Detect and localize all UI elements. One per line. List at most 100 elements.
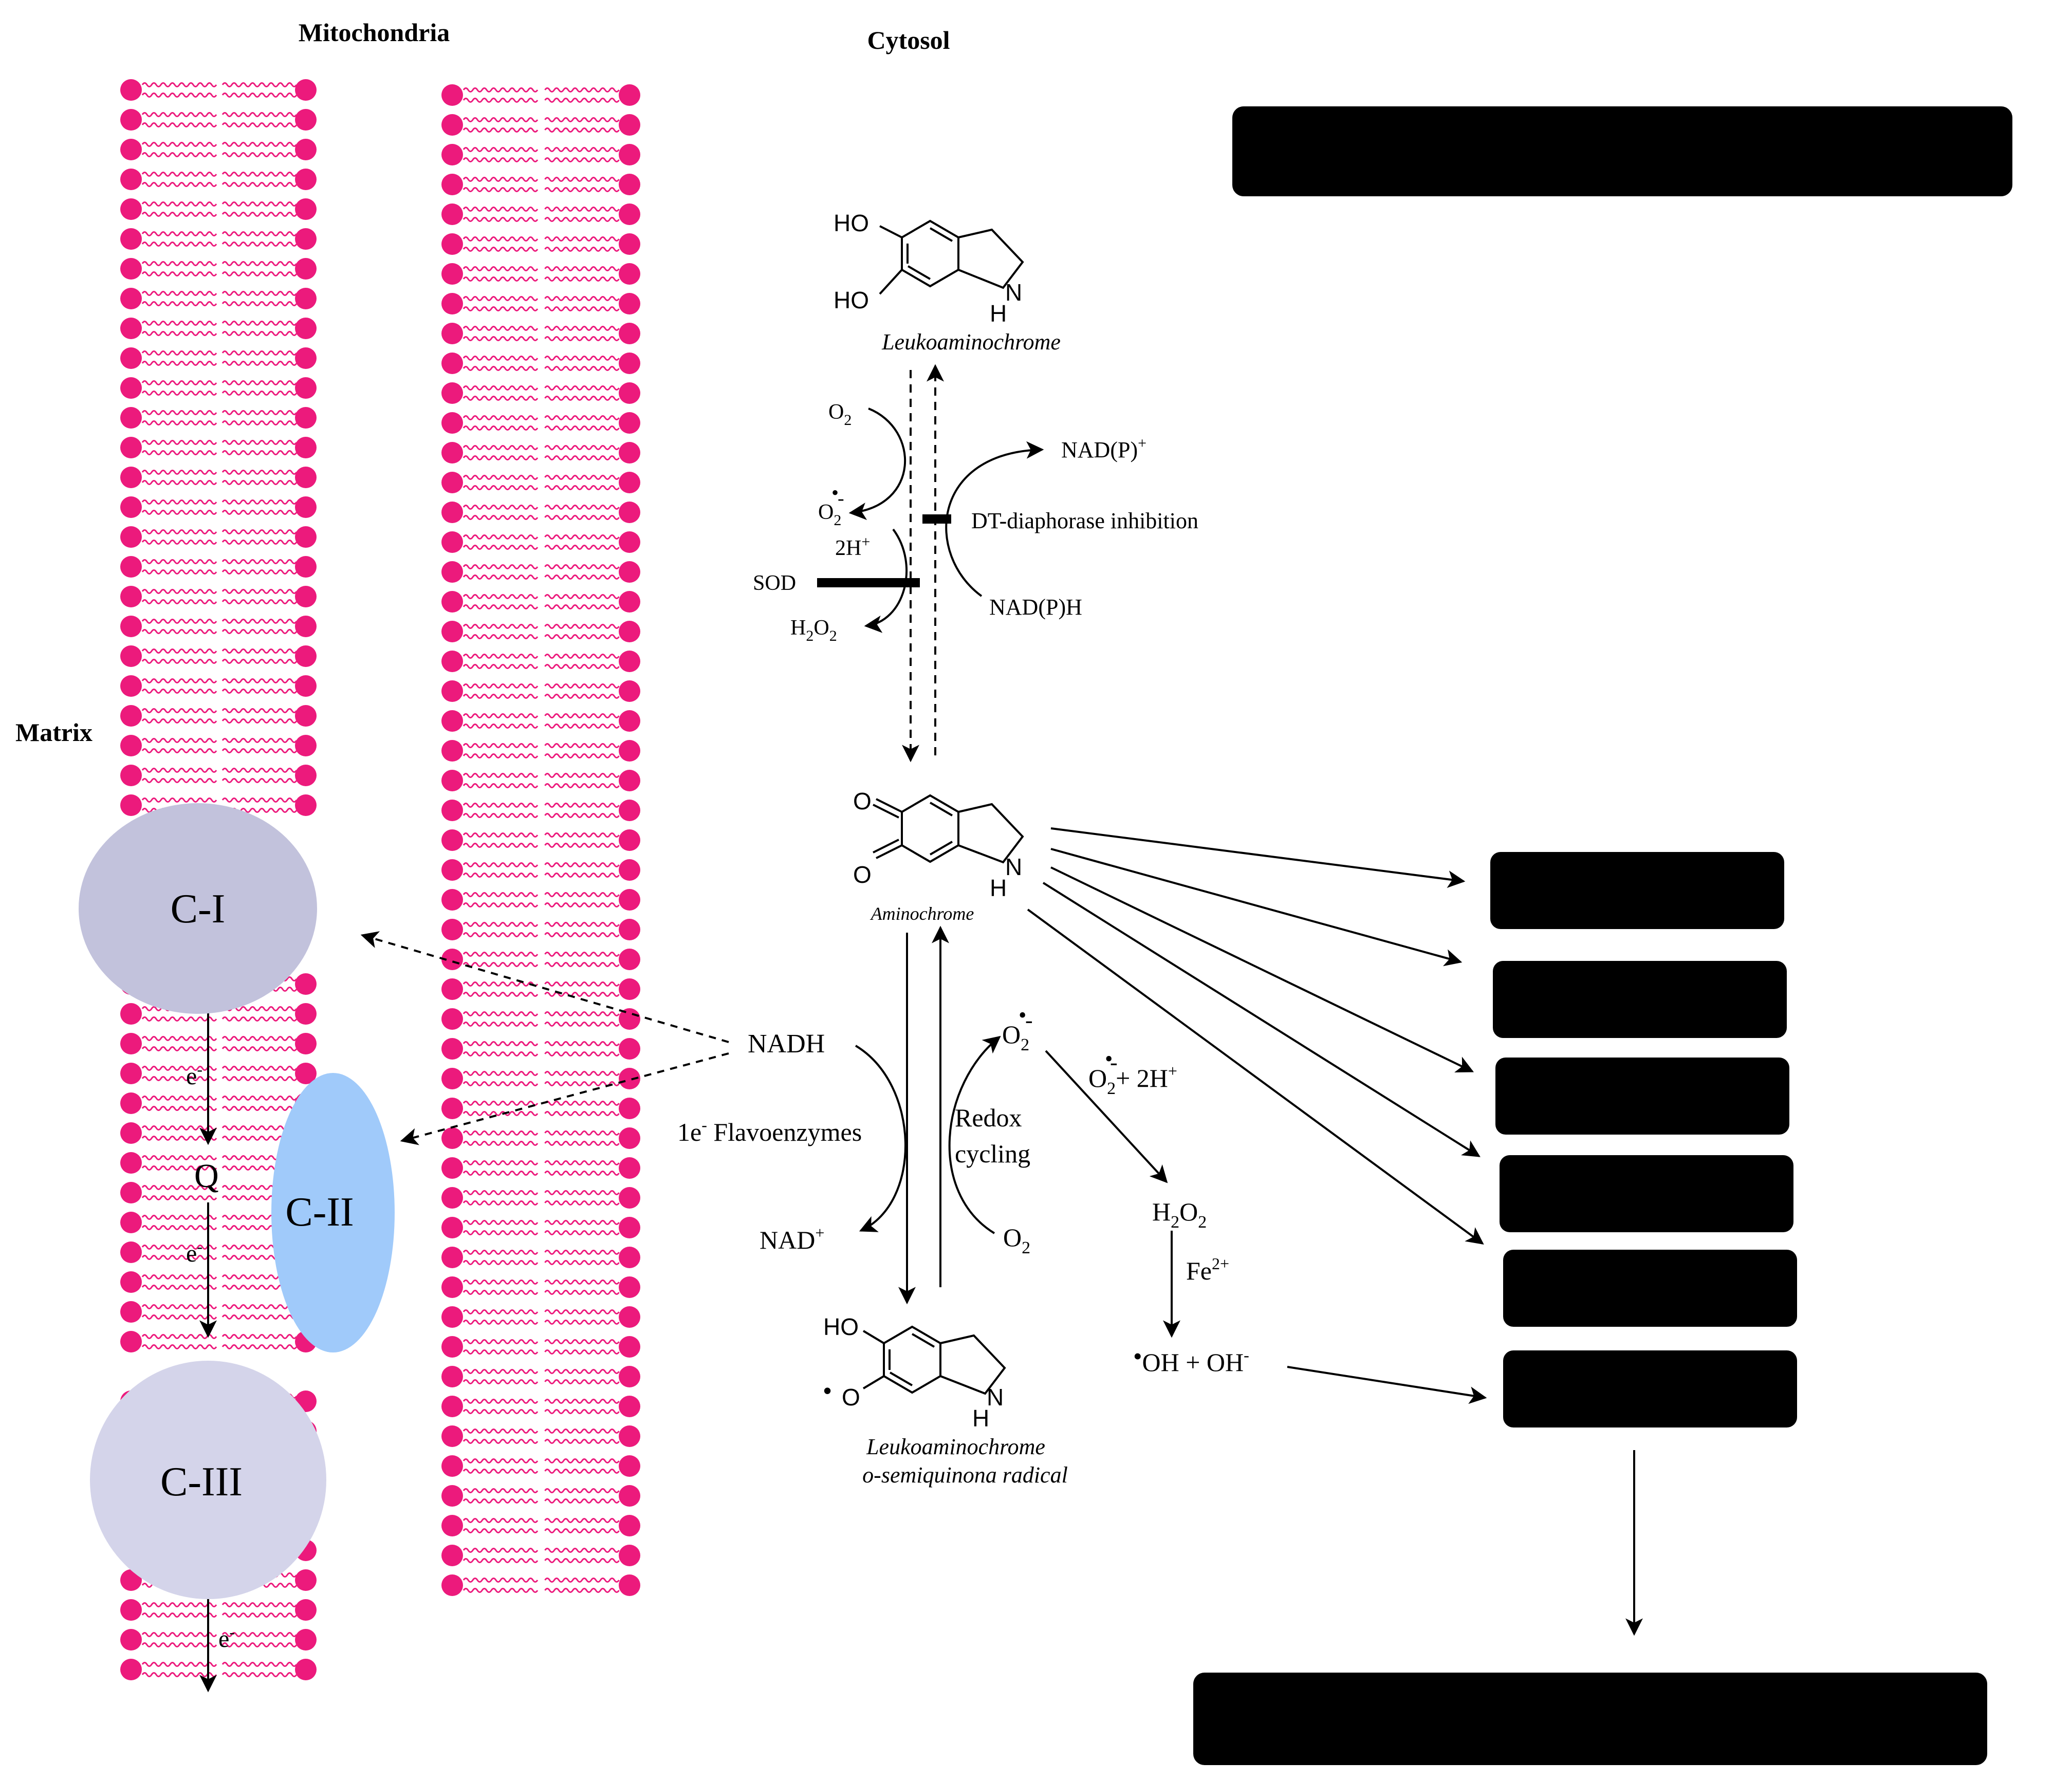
- neurotoxicity-text: NEUROTOXICITY: [1343, 1679, 1837, 1746]
- lipid-head: [295, 645, 317, 667]
- arrow-superoxide-to-h2o2: [1045, 1050, 1168, 1183]
- lipid-head: [619, 412, 640, 434]
- lipid-head: [619, 84, 640, 106]
- lipid-tail: [544, 1171, 620, 1176]
- lipid-tail: [141, 380, 217, 385]
- lipid-head: [295, 377, 317, 399]
- lipid-head: [619, 919, 640, 940]
- lipid-head: [120, 377, 142, 399]
- lipid-head: [619, 531, 640, 553]
- lipid-tail: [221, 559, 298, 564]
- lipid-tail: [221, 619, 298, 624]
- lipid-tail: [221, 499, 298, 505]
- lipid-tail: [141, 271, 217, 276]
- lipid-tail: [221, 1096, 298, 1101]
- lipid-tail: [141, 212, 217, 217]
- lipid-tail: [544, 247, 620, 252]
- lipid-tail: [544, 1588, 620, 1593]
- lipid-tail: [544, 1130, 620, 1136]
- semiquinone-structure: [862, 1325, 1006, 1395]
- arrow-to-protein: [1050, 866, 1474, 1072]
- lipid-tail: [544, 1250, 620, 1255]
- lipid-tail: [141, 599, 217, 604]
- lipid-tail: [141, 569, 217, 574]
- arrow-nadph-to-nadp: [945, 441, 1044, 597]
- amino-h: H: [990, 875, 1007, 901]
- lipid-head: [619, 621, 640, 642]
- lipid-head: [120, 1092, 142, 1114]
- lipid-tail: [221, 321, 298, 326]
- lipid-tail: [221, 182, 298, 187]
- lipid-head: [295, 556, 317, 578]
- lipid-head: [619, 859, 640, 881]
- lipid-tail: [221, 1642, 298, 1647]
- o2-top: O2: [828, 400, 852, 429]
- lipid-tail: [462, 1588, 539, 1593]
- superoxide-mid: O2•-: [1002, 1003, 1033, 1054]
- lipid-tail: [462, 1280, 539, 1285]
- lipid-tail: [544, 1578, 620, 1583]
- lipid-tail: [141, 1662, 217, 1667]
- lipid-tail: [544, 1290, 620, 1295]
- aminochrome-outcome-arrows: [1027, 827, 1643, 1636]
- lipid-head: [441, 680, 463, 702]
- lipid-tail: [221, 391, 298, 396]
- lipid-tail: [544, 147, 620, 152]
- lipid-head: [441, 1247, 463, 1268]
- lipid-tail: [221, 529, 298, 534]
- lipid-tail: [544, 992, 620, 997]
- lipid-tail: [544, 843, 620, 848]
- lipid-head: [295, 1599, 317, 1621]
- outcome-box-bg: [1490, 852, 1784, 929]
- lipid-head: [295, 973, 317, 995]
- lipid-tail: [221, 1632, 298, 1637]
- electron-label-3: e-: [218, 1623, 235, 1653]
- lipid-tail: [221, 112, 298, 117]
- lipid-tail: [544, 813, 620, 818]
- outcome-box-bg: [1500, 1155, 1793, 1232]
- lower-cycle-arrows: [855, 925, 1487, 1404]
- lipid-tail: [221, 689, 298, 694]
- lipid-tail: [141, 82, 217, 87]
- cytosol-label: Cytosol: [867, 26, 950, 54]
- lipid-tail: [141, 182, 217, 187]
- outcome-box-bg: [1503, 1250, 1797, 1327]
- arrow-nadh-to-nad: [855, 1045, 906, 1232]
- lipid-tail: [462, 1230, 539, 1235]
- lipid-tail: [544, 356, 620, 361]
- outcome-protein-degradation: Protein degradation dysfunction: [1495, 1058, 1789, 1135]
- lipid-tail: [544, 98, 620, 103]
- lipid-head: [120, 79, 142, 101]
- nadp-plus: NAD(P)+: [1061, 435, 1146, 462]
- lipid-tail: [544, 1200, 620, 1206]
- lipid-tail: [544, 783, 620, 788]
- lipid-head: [619, 1396, 640, 1417]
- lipid-head: [120, 318, 142, 339]
- lipid-tail: [462, 217, 539, 222]
- superoxide-pair: O2+ 2H+•-: [1088, 1046, 1177, 1098]
- lipid-tail: [462, 276, 539, 282]
- lipid-tail: [462, 1290, 539, 1295]
- lipid-tail: [462, 1011, 539, 1016]
- lipid-tail: [462, 1022, 539, 1027]
- lipid-tail: [544, 326, 620, 331]
- lipid-tail: [141, 1612, 217, 1618]
- lipid-head: [120, 735, 142, 756]
- semi-h: H: [972, 1405, 989, 1432]
- lipid-tail: [462, 117, 539, 122]
- lipid-head: [441, 1276, 463, 1298]
- lipid-tail: [141, 648, 217, 654]
- dt-diaphorase-bar: [922, 514, 951, 524]
- lipid-tail: [462, 1458, 539, 1463]
- lipid-tail: [544, 396, 620, 401]
- lipid-tail: [544, 664, 620, 669]
- neuroprotection-box: NEUROPROTECTION: [1232, 106, 2012, 196]
- lipid-tail: [141, 1602, 217, 1607]
- outcome-oxidative-stress: Oxidative stress: [1503, 1350, 1797, 1427]
- lipid-tail: [462, 187, 539, 192]
- outcome-line2: dysfunction: [1571, 1102, 1697, 1132]
- lipid-head: [441, 174, 463, 195]
- lipid-head: [619, 233, 640, 255]
- lipid-head: [619, 1217, 640, 1238]
- lipid-tail: [544, 1439, 620, 1444]
